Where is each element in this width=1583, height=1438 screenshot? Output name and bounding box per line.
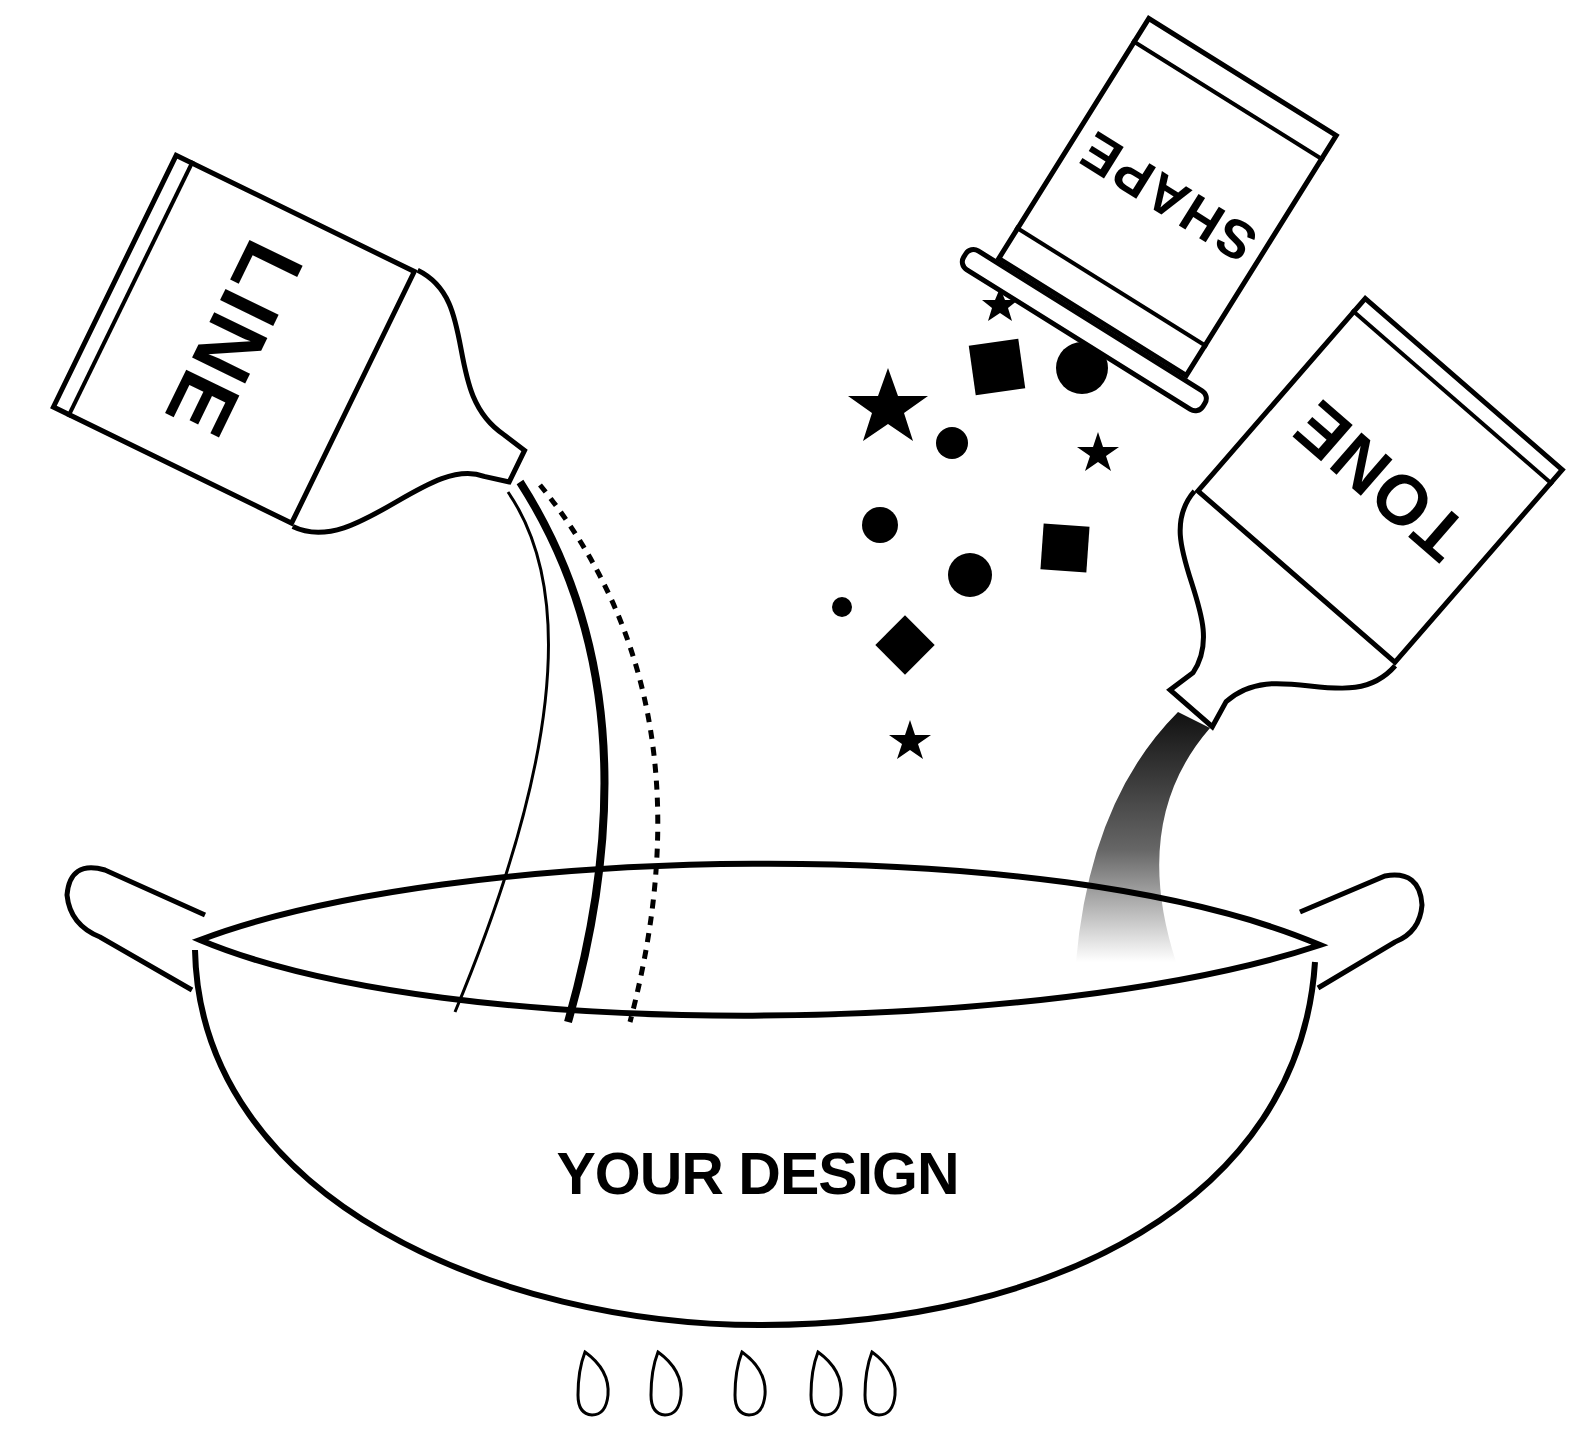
pour-thin-line	[455, 492, 548, 1012]
wok-label: YOUR DESIGN	[185, 1140, 1330, 1208]
wok-handle	[1300, 875, 1422, 988]
pour-gradient	[1076, 712, 1210, 962]
falling-shapes	[832, 288, 1119, 759]
burner-flames	[578, 1352, 895, 1415]
shape-shaker	[959, 26, 1348, 415]
bottle-label: LINE	[145, 226, 323, 453]
bottle-label: SHAPE	[1068, 119, 1267, 275]
line-bottle	[68, 161, 575, 603]
tone-bottle	[1086, 310, 1553, 791]
wok-outline	[185, 830, 1330, 1340]
pour-dotted-line	[540, 485, 658, 1022]
shape-shaker-body: SHAPE	[995, 15, 1339, 379]
bottle-label: TONE	[1278, 384, 1482, 576]
wok-handle	[67, 868, 205, 990]
wok: YOUR DESIGN	[185, 830, 1330, 1340]
